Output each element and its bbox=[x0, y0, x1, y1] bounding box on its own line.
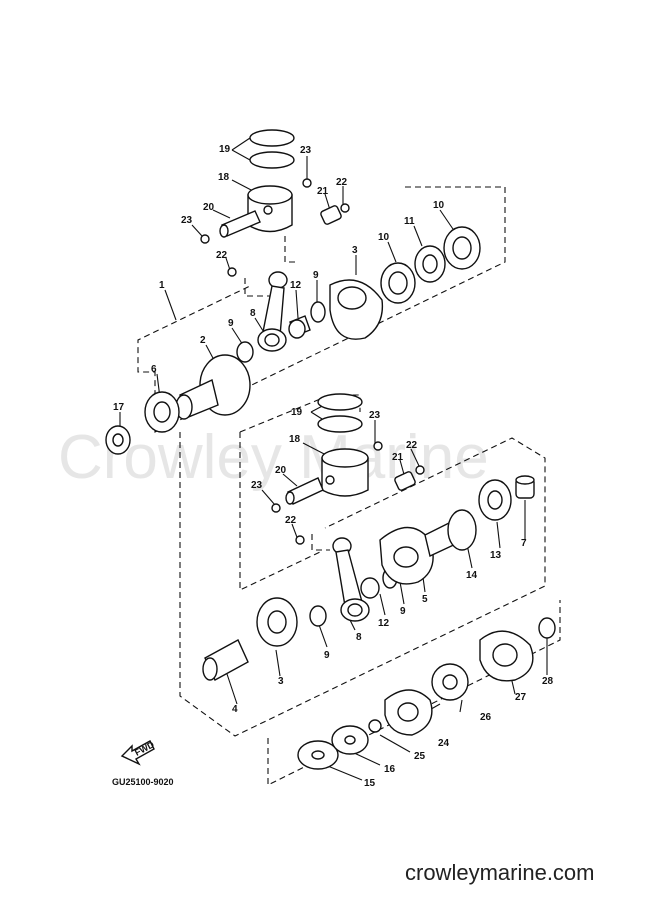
upper-washer-left bbox=[227, 267, 237, 277]
callout-10-b: 10 bbox=[433, 200, 445, 211]
fwd-label: FWD bbox=[133, 739, 156, 758]
bearing-6 bbox=[144, 391, 180, 433]
callout-1: 1 bbox=[159, 280, 165, 291]
upper-needle-bearing bbox=[320, 205, 342, 225]
callout-12-lower: 12 bbox=[378, 618, 390, 629]
bushing-7 bbox=[515, 475, 535, 499]
callout-18-upper: 18 bbox=[218, 172, 230, 183]
lower-washer-9-left bbox=[309, 605, 327, 627]
washer-16 bbox=[331, 725, 369, 755]
lower-circlip-right bbox=[373, 441, 383, 451]
oil-seal-17 bbox=[105, 425, 131, 455]
callout-9-a: 9 bbox=[313, 270, 319, 281]
lower-piston-pin bbox=[285, 477, 324, 505]
bearing-3-lower bbox=[256, 597, 298, 647]
callout-19-upper: 19 bbox=[219, 144, 231, 155]
upper-washer-9-left bbox=[236, 341, 254, 363]
coupling-27 bbox=[479, 630, 534, 682]
upper-piston-pin bbox=[219, 210, 261, 238]
callout-28: 28 bbox=[542, 676, 554, 687]
callout-23-d: 23 bbox=[251, 480, 263, 491]
callout-17: 17 bbox=[113, 402, 125, 413]
callout-22-b: 22 bbox=[216, 250, 228, 261]
callout-3-lower: 3 bbox=[278, 676, 284, 687]
callout-9-b: 9 bbox=[228, 318, 234, 329]
lower-needle-bearing bbox=[394, 471, 416, 491]
callout-numbers: 1 2 3 3 4 5 6 7 8 8 9 9 9 9 10 10 11 12 … bbox=[113, 144, 554, 789]
upper-connecting-rod bbox=[257, 271, 288, 352]
callout-13: 13 bbox=[490, 550, 502, 561]
callout-10-a: 10 bbox=[378, 232, 390, 243]
callout-9-d: 9 bbox=[324, 650, 330, 661]
callout-21-upper: 21 bbox=[317, 186, 329, 197]
callout-21-lower: 21 bbox=[392, 452, 404, 463]
callout-27: 27 bbox=[515, 692, 527, 703]
callout-2: 2 bbox=[200, 335, 206, 346]
callout-12-upper: 12 bbox=[290, 280, 302, 291]
callout-23-c: 23 bbox=[369, 410, 381, 421]
lower-crank-pin-12 bbox=[360, 577, 380, 599]
upper-circlip-left bbox=[200, 234, 210, 244]
callout-22-c: 22 bbox=[406, 440, 418, 451]
callout-23-b: 23 bbox=[181, 215, 193, 226]
callout-26: 26 bbox=[480, 712, 492, 723]
callout-11: 11 bbox=[404, 216, 415, 227]
retainer-ring-14 bbox=[447, 509, 477, 551]
diagram-code: GU25100-9020 bbox=[112, 777, 174, 787]
upper-nut-11 bbox=[414, 245, 446, 283]
lower-circlip-left bbox=[271, 503, 281, 513]
callout-14: 14 bbox=[466, 570, 478, 581]
shaft-4 bbox=[202, 639, 249, 681]
lower-piston bbox=[321, 448, 369, 497]
upper-piston-rings bbox=[249, 129, 295, 169]
fwd-arrow-icon: FWD bbox=[120, 739, 156, 766]
callout-18-lower: 18 bbox=[289, 434, 301, 445]
callout-7: 7 bbox=[521, 538, 527, 549]
lower-washer-right bbox=[415, 465, 425, 475]
upper-washer-9 bbox=[310, 301, 326, 323]
callout-24: 24 bbox=[438, 738, 450, 749]
callout-19-lower: 19 bbox=[291, 407, 303, 418]
callout-20-lower: 20 bbox=[275, 465, 287, 476]
upper-crank-pin bbox=[288, 315, 311, 339]
seal-28 bbox=[538, 617, 556, 639]
callout-25: 25 bbox=[414, 751, 426, 762]
site-url: crowleymarine.com bbox=[405, 860, 595, 885]
callout-22-d: 22 bbox=[285, 515, 297, 526]
coupling-24 bbox=[384, 689, 433, 736]
callout-4: 4 bbox=[232, 704, 238, 715]
callout-20-upper: 20 bbox=[203, 202, 215, 213]
lower-crank-web bbox=[379, 518, 461, 585]
callout-9-c: 9 bbox=[400, 606, 406, 617]
callout-22-a: 22 bbox=[336, 177, 348, 188]
lower-washer-left bbox=[295, 535, 305, 545]
callout-15: 15 bbox=[364, 778, 376, 789]
upper-washer-right bbox=[340, 203, 350, 213]
upper-crank-web-right bbox=[329, 279, 384, 340]
callout-5: 5 bbox=[422, 594, 428, 605]
callout-3-upper: 3 bbox=[352, 245, 358, 256]
damper-26 bbox=[431, 663, 469, 701]
callout-16: 16 bbox=[384, 764, 396, 775]
upper-crank-web-left bbox=[175, 354, 251, 420]
washer-15 bbox=[297, 740, 339, 770]
lower-connecting-rod bbox=[332, 537, 370, 622]
callout-8-upper: 8 bbox=[250, 308, 256, 319]
o-ring-25 bbox=[368, 719, 382, 733]
bearing-13 bbox=[478, 479, 512, 521]
upper-circlip-right bbox=[302, 178, 312, 188]
upper-bearings-10 bbox=[380, 226, 481, 304]
lower-piston-rings bbox=[317, 393, 363, 433]
callout-23-a: 23 bbox=[300, 145, 312, 156]
callout-8-lower: 8 bbox=[356, 632, 362, 643]
callout-6: 6 bbox=[151, 364, 157, 375]
